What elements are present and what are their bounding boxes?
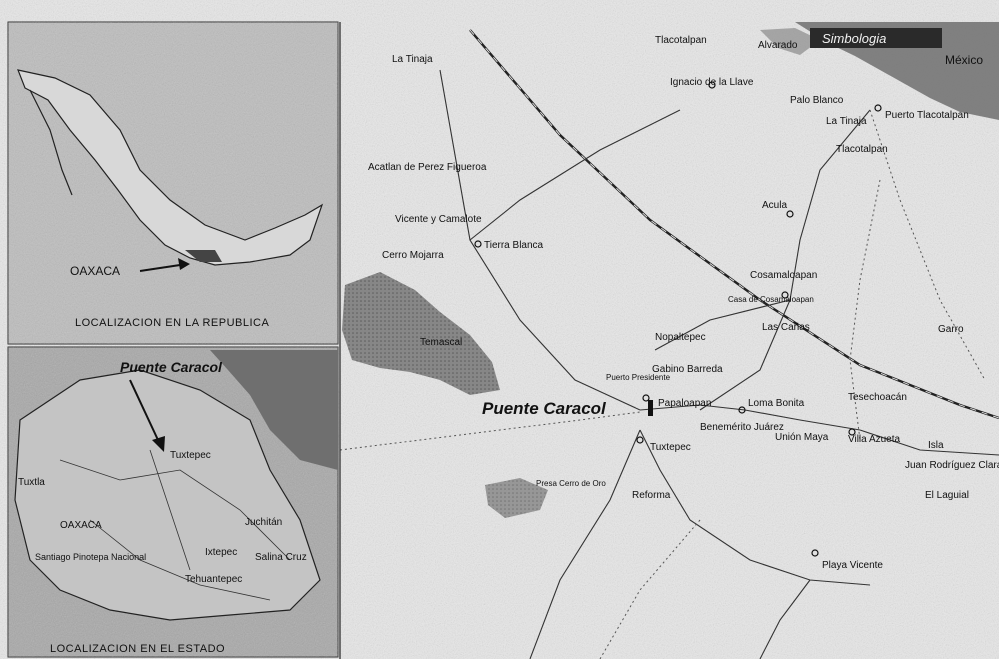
place-benemerito-juarez: Benemérito Juárez — [700, 422, 784, 433]
place-juan-rodriguez-clara: Juan Rodríguez Clara — [905, 460, 999, 471]
inset-place-ixtepec: Ixtepec — [205, 547, 237, 558]
inset-state-caption: LOCALIZACION EN EL ESTADO — [50, 643, 225, 655]
inset-state-arrow-line — [129, 379, 159, 441]
place-puerto-tlacotalpan: Puerto Tlacotalpan — [885, 110, 969, 121]
place-tlacotalpan-north: Tlacotalpan — [655, 35, 707, 46]
legend-title: Simbologia — [822, 31, 886, 46]
place-casa-cosamaloapan: Casa de Cosamaloapan — [728, 295, 814, 304]
inset-place-pinotepa: Santiago Pinotepa Nacional — [35, 552, 146, 562]
place-papaloapan: Papaloapan — [658, 398, 711, 409]
roads — [439, 69, 999, 659]
place-tlacotalpan: Tlacotalpan — [836, 144, 888, 155]
place-tierra-blanca: Tierra Blanca — [484, 240, 544, 251]
place-isla: Isla — [928, 440, 944, 451]
place-acula: Acula — [762, 200, 787, 211]
inset-republic-texture — [8, 22, 338, 344]
place-el-laguial: El Laguial — [925, 490, 969, 501]
inset-arrow-head — [178, 258, 190, 270]
place-acatlan: Acatlan de Perez Figueroa — [368, 162, 487, 173]
place-palo-blanco: Palo Blanco — [790, 95, 844, 106]
place-cerro-mojarra: Cerro Mojarra — [382, 250, 444, 261]
place-la-tinaja-east: La Tinaja — [826, 116, 867, 127]
place-cosamaloapan: Cosamaloapan — [750, 270, 817, 281]
place-temascal: Temascal — [420, 337, 462, 348]
place-mexico: México — [945, 53, 983, 67]
mexico-silhouette — [17, 69, 324, 266]
presa-cerro-de-oro — [485, 478, 548, 518]
place-vicente-camalote: Vicente y Camalote — [395, 214, 482, 225]
place-garro: Garro — [938, 324, 964, 335]
inset-republic-caption: LOCALIZACION EN LA REPUBLICA — [75, 317, 269, 329]
oaxaca-highlight — [185, 250, 222, 262]
place-nopaltepec: Nopaltepec — [655, 332, 706, 343]
place-reforma: Reforma — [632, 490, 671, 501]
place-tesechoacan: Tesechoacán — [848, 392, 907, 403]
oaxaca-state-outline — [14, 369, 321, 621]
inset-state-arrow-head — [152, 436, 165, 452]
lagoon-water — [760, 28, 820, 55]
place-la-tinaja-west: La Tinaja — [392, 54, 433, 65]
inset-place-tuxtepec: Tuxtepec — [170, 450, 211, 461]
place-playa-vicente: Playa Vicente — [822, 560, 883, 571]
place-gabino-barreda: Gabino Barreda — [652, 364, 723, 375]
site-marker — [648, 400, 653, 416]
place-puerto-presidente: Puerto Presidente — [606, 373, 671, 382]
inset-place-juchitan: Juchitán — [245, 517, 282, 528]
baja-california — [29, 89, 73, 196]
railroad-ties — [469, 29, 999, 419]
legend-box — [810, 28, 942, 48]
reservoir-water — [342, 272, 500, 395]
inset-oaxaca-label: OAXACA — [70, 264, 120, 278]
place-union-maya: Unión Maya — [775, 432, 829, 443]
inset-state-dark-region — [210, 350, 338, 470]
inset-site-label: Puente Caracol — [120, 359, 223, 375]
place-tuxtepec: Tuxtepec — [650, 442, 691, 453]
inset-place-salina-cruz: Salina Cruz — [255, 552, 307, 563]
place-loma-bonita: Loma Bonita — [748, 398, 805, 409]
place-alvarado: Alvarado — [758, 40, 798, 51]
inset-place-tehuantepec: Tehuantepec — [185, 574, 242, 585]
town-markers — [474, 81, 882, 557]
place-las-canas: Las Cañas — [762, 322, 810, 333]
rivers — [339, 109, 986, 659]
inset-arrow-line — [139, 264, 181, 272]
place-presa-cerro-de-oro: Presa Cerro de Oro — [536, 479, 606, 488]
inset-state-roads — [59, 449, 291, 601]
place-villa-azueta: Villa Azueta — [848, 434, 901, 445]
inset-place-tuxtla: Tuxtla — [18, 477, 45, 488]
main-site-label: Puente Caracol — [482, 399, 607, 418]
inset-place-oaxaca: OAXACA — [60, 520, 102, 531]
